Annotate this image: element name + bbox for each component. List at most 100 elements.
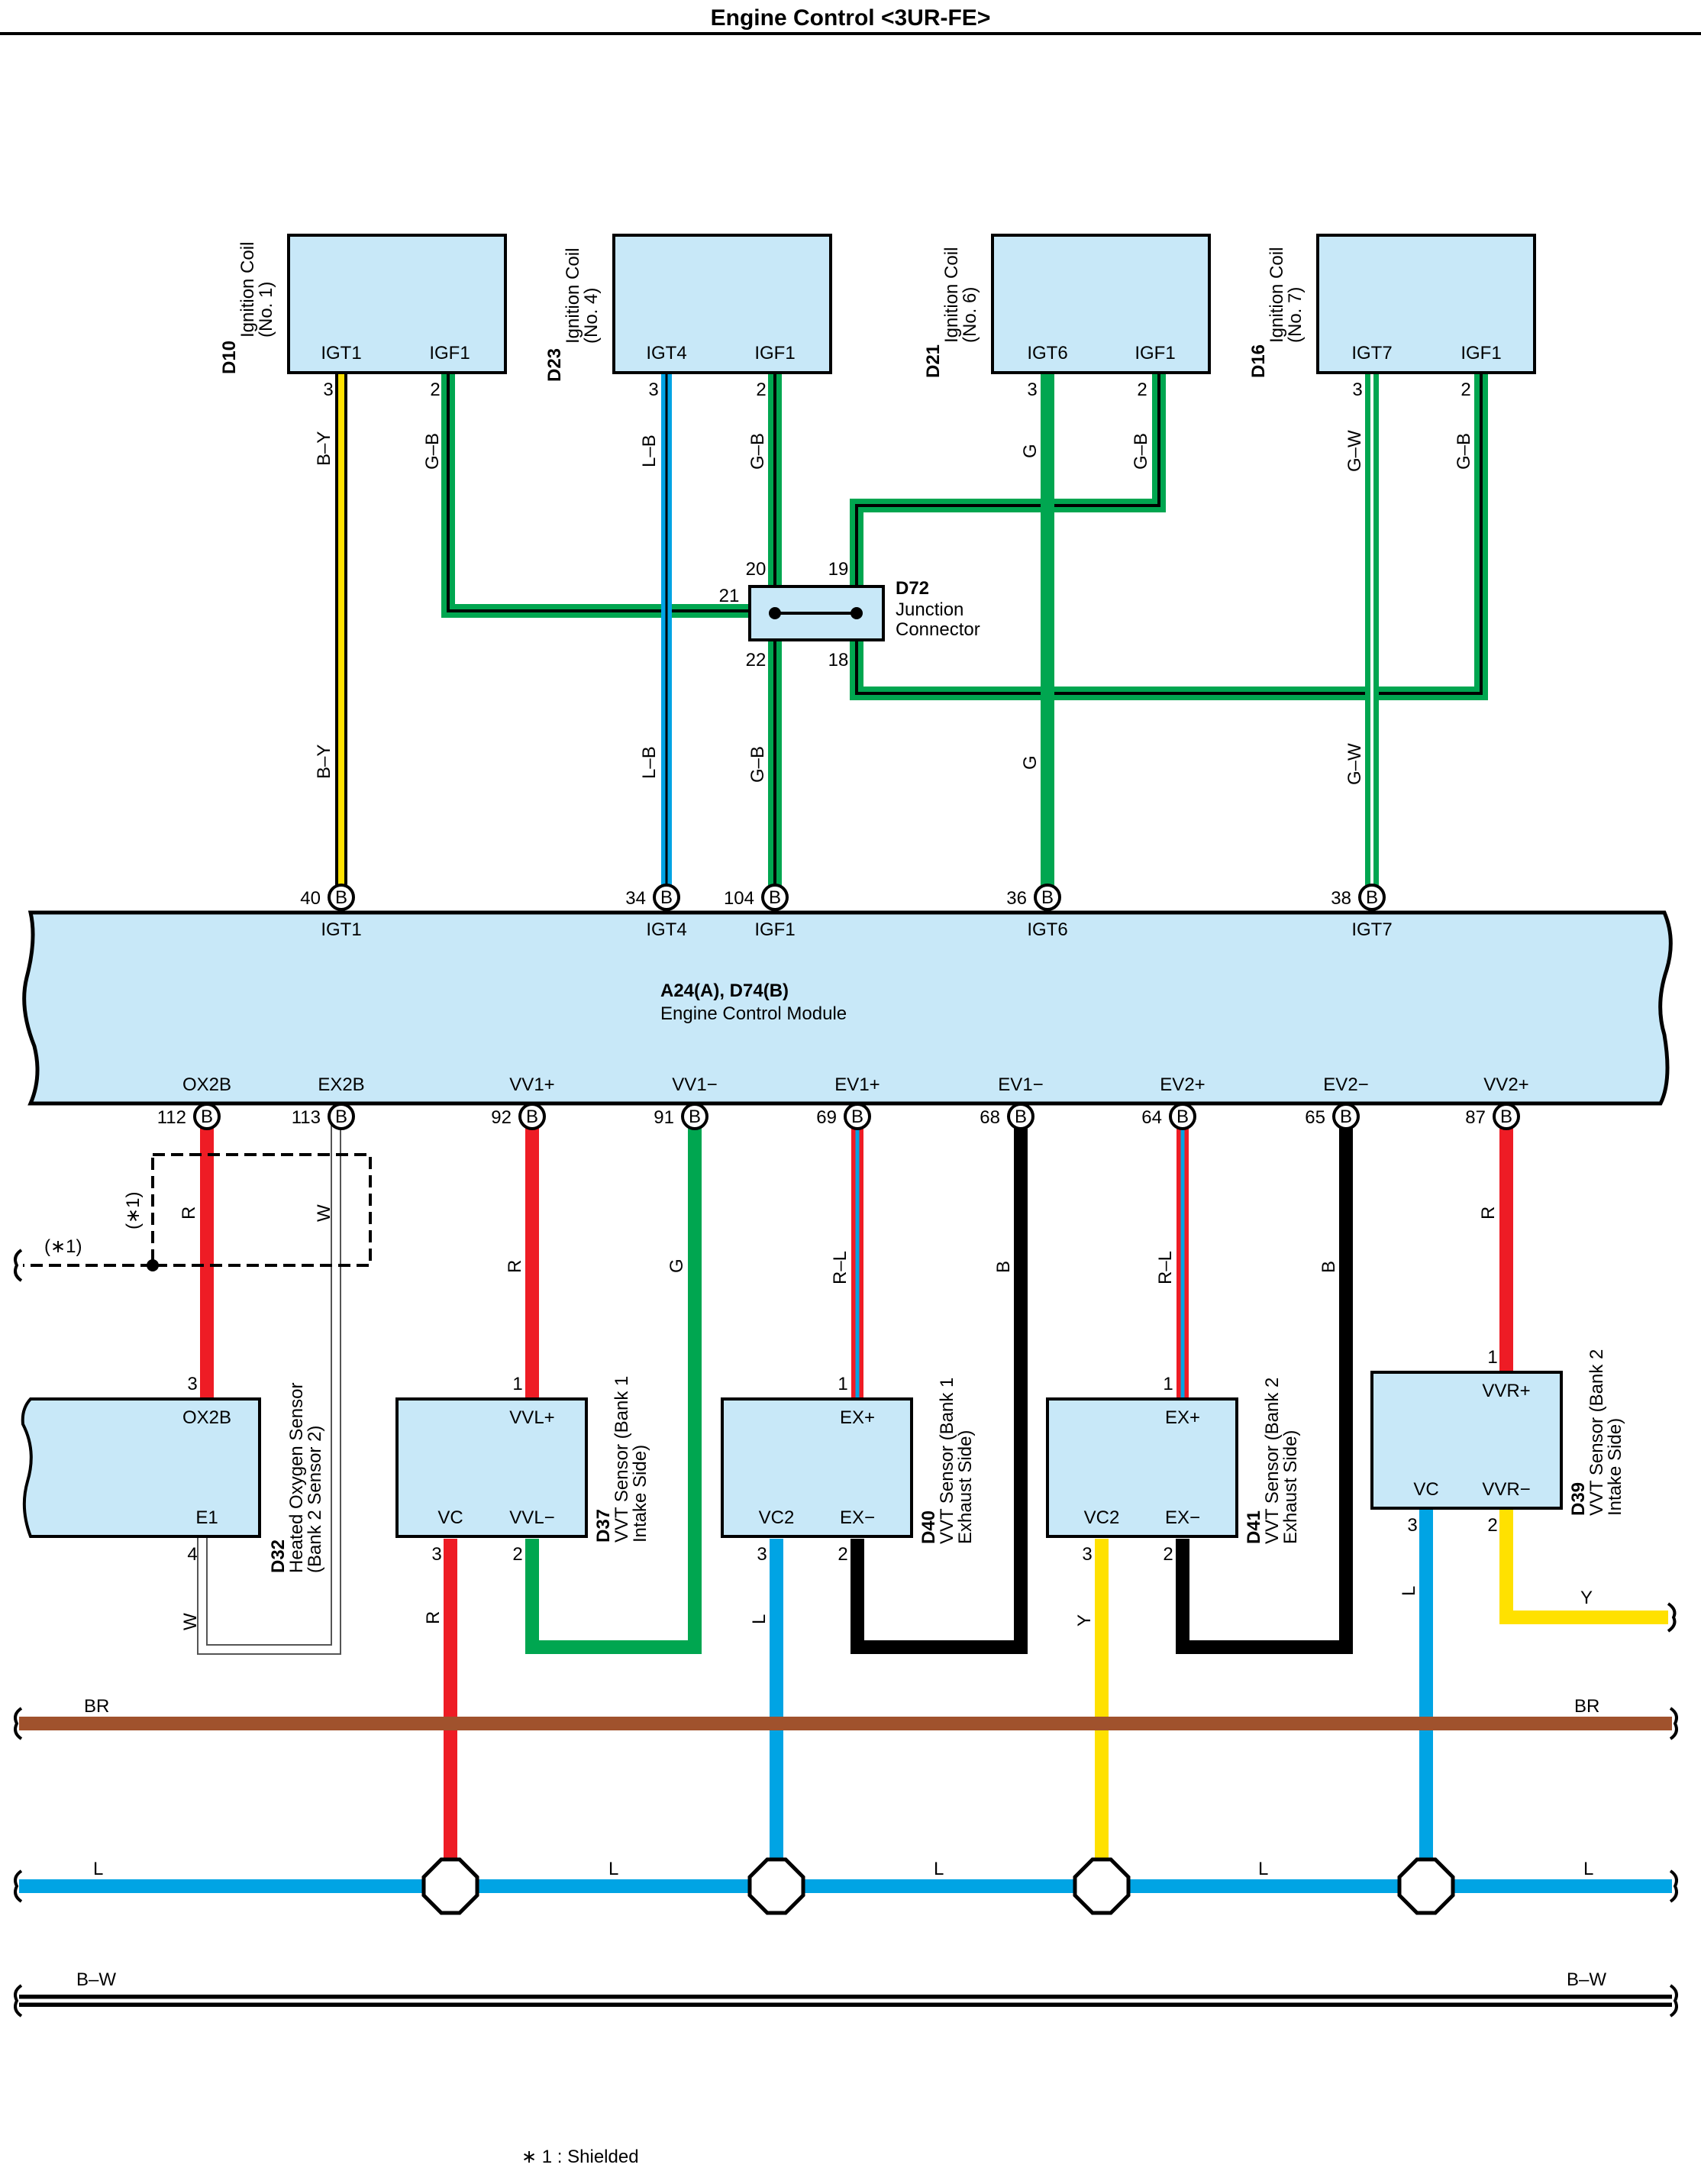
sensor-pin-no: 1	[1163, 1374, 1173, 1394]
ecm-pin-conn: B	[1041, 887, 1054, 908]
ecm-pin-name: IGT6	[1027, 919, 1067, 940]
sensor-wiring: (∗1) (∗1)	[14, 1115, 1668, 1863]
sensor-sub: Exhaust Side)	[955, 1430, 976, 1544]
wire-label-w: W	[180, 1613, 201, 1630]
sensor-pin-no: 3	[1082, 1544, 1092, 1565]
sensor-code: D37	[593, 1509, 614, 1543]
sensor-name: Heated Oxygen Sensor	[286, 1383, 307, 1573]
ecm-pin-no: 40	[300, 888, 321, 909]
junction-pin-22: 22	[746, 650, 767, 670]
ecm-bottom-pin-vv2-plus: VV2+ B 87	[1465, 1074, 1529, 1130]
coil-code: D21	[923, 344, 944, 378]
wire-label-r: R	[1478, 1207, 1499, 1220]
coil-pin-no-a: 3	[1352, 380, 1362, 400]
ecm-pin-no: 91	[654, 1107, 674, 1128]
engine-control-module: A24(A), D74(B) Engine Control Module B 4…	[22, 884, 1673, 1130]
sensor-pin-no: 2	[838, 1544, 847, 1565]
coil-name: Ignition Coil	[237, 242, 258, 338]
ecm-pin-no: 65	[1305, 1107, 1325, 1128]
ecm-pin-no: 92	[491, 1107, 512, 1128]
wire-vvr-minus	[1499, 1508, 1668, 1624]
sensor-d41: EX+ VC2 EX− 1 3 2 D41 VVT Sensor (Bank 2…	[1046, 1374, 1301, 1565]
wire-label-b: B	[993, 1261, 1014, 1273]
ecm-pin-conn: B	[851, 1107, 863, 1127]
sensor-pin-no: 1	[838, 1374, 847, 1394]
ecm-pin-conn: B	[201, 1107, 213, 1127]
wire-label-by: B–Y	[314, 431, 334, 466]
wire-label-br: BR	[1574, 1696, 1599, 1717]
sensor-d39: VVR+ VC VVR− 1 3 2 D39 VVT Sensor (Bank …	[1370, 1347, 1625, 1536]
page-title: Engine Control <3UR-FE>	[711, 5, 991, 31]
sensor-sub: Intake Side)	[630, 1445, 650, 1543]
junction-pin-20: 20	[746, 559, 767, 580]
ecm-pin-name: IGT4	[646, 919, 686, 940]
sensor-pin-name: VVL−	[509, 1507, 554, 1528]
junction-code: D72	[896, 578, 929, 599]
coil-sub: (No. 1)	[256, 282, 276, 338]
wire-label-gb: G–B	[1454, 433, 1474, 470]
wire-ex2b	[197, 1115, 341, 1655]
wire-label-bw: B–W	[76, 1969, 116, 1990]
ecm-pin-conn: B	[1366, 887, 1378, 908]
ecm-pin-conn: B	[660, 887, 673, 908]
bus-bw: B–W B–W	[14, 1969, 1678, 2018]
ecm-pin-no: 34	[625, 888, 646, 909]
ecm-top-pin-igt6: B 36 IGT6	[1006, 884, 1068, 940]
top-wire-labels: B–Y G–B L–B G–B G G–B G–W G–B B–Y L–B G–…	[314, 430, 1474, 785]
wire-label-y: Y	[1580, 1588, 1593, 1608]
ecm-pin-name: EX2B	[318, 1074, 364, 1095]
wire-label-gb: G–B	[422, 433, 443, 470]
sensor-pin-no: 4	[187, 1544, 197, 1565]
sensor-code: D41	[1244, 1510, 1264, 1544]
ecm-pin-conn: B	[335, 1107, 347, 1127]
ignition-wiring	[335, 370, 1488, 890]
sensor-pin-name: VVR+	[1482, 1381, 1530, 1401]
coil-pin-name-a: IGT4	[646, 343, 686, 363]
wire-ev1-minus	[850, 1115, 1028, 1654]
wire-label-g: G	[667, 1258, 687, 1273]
shield-mark: (∗1)	[44, 1236, 82, 1257]
coil-code: D10	[219, 341, 240, 374]
ignition-coil-d23: IGT4 IGF1 3 2 D23 Ignition Coil (No. 4)	[544, 234, 832, 400]
wire-label-gb: G–B	[1131, 433, 1151, 470]
sensor-pin-no: 3	[187, 1374, 197, 1394]
coil-pin-no-a: 3	[648, 380, 658, 400]
sensor-pin-name: VVR−	[1482, 1479, 1530, 1500]
ecm-pin-name: EV1+	[834, 1074, 880, 1095]
ecm-pin-name: VV1−	[672, 1074, 717, 1095]
sensor-pin-no: 2	[1487, 1515, 1497, 1536]
sensor-d37: VVL+ VC VVL− 1 3 2 D37 VVT Sensor (Bank …	[395, 1374, 650, 1565]
lower-wire-labels: R W R G R–L B R–L B R W R L Y L Y	[179, 1204, 1593, 1630]
ecm-pin-name: EV2+	[1160, 1074, 1205, 1095]
ecm-pin-no: 38	[1331, 888, 1351, 909]
break-mark	[1667, 1602, 1677, 1633]
splice-point	[1073, 1857, 1131, 1915]
sensor-pin-name: VC2	[759, 1507, 795, 1528]
ecm-pin-conn: B	[1340, 1107, 1352, 1127]
sensor-pin-no: 2	[512, 1544, 522, 1565]
ecm-bottom-pin-ev1-minus: EV1− B 68	[980, 1074, 1044, 1130]
sensor-pin-no: 3	[757, 1544, 767, 1565]
ecm-pin-conn: B	[689, 1107, 701, 1127]
sensor-code: D39	[1568, 1482, 1589, 1516]
sensor-d40: EX+ VC2 EX− 1 3 2 D40 VVT Sensor (Bank 1…	[721, 1374, 976, 1565]
coil-pin-no-b: 2	[756, 380, 766, 400]
coil-pin-no-a: 3	[1027, 380, 1037, 400]
coil-sub: (No. 4)	[581, 288, 602, 344]
ecm-top-pin-igt7: B 38 IGT7	[1331, 884, 1393, 940]
wire-label-l: L	[934, 1859, 944, 1879]
sensor-pin-name: EX+	[840, 1407, 875, 1428]
sensor-pin-name: OX2B	[182, 1407, 231, 1428]
shield-mark: (∗1)	[123, 1192, 144, 1229]
wire-label-b: B	[1319, 1261, 1339, 1273]
junction-pin-18: 18	[828, 650, 849, 670]
coil-code: D16	[1248, 344, 1269, 378]
wire-label-by: B–Y	[314, 745, 334, 779]
sensor-pin-no: 3	[1407, 1515, 1417, 1536]
sensor-sub: Intake Side)	[1605, 1418, 1625, 1516]
sensor-name: VVT Sensor (Bank 1	[937, 1378, 957, 1544]
coil-pin-no-b: 2	[1461, 380, 1470, 400]
ecm-pin-name: IGT1	[321, 919, 361, 940]
ecm-name: Engine Control Module	[660, 1003, 847, 1024]
wire-vv1-minus	[525, 1115, 702, 1654]
